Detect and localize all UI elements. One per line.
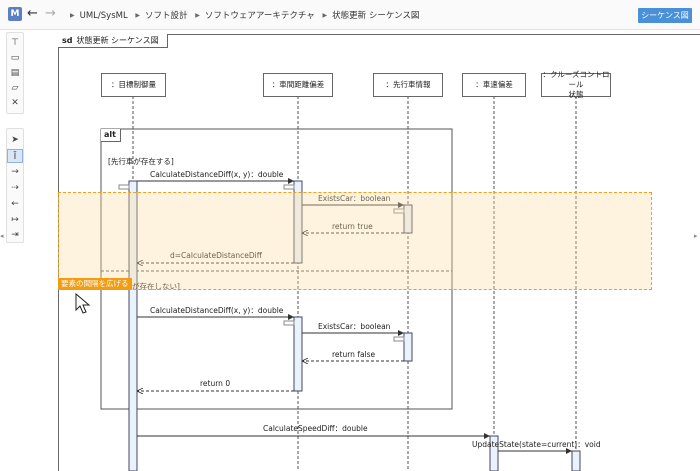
lifeline-label: ：目標制御量	[111, 80, 156, 89]
message-label[interactable]: ExistsCar：boolean	[318, 322, 391, 331]
element-palette: ⊤ ▭ ▤ ▱ ✕	[6, 32, 24, 114]
note-tool-icon[interactable]: ▱	[11, 83, 19, 93]
breadcrumb-separator-icon: ▶	[322, 12, 328, 19]
mouse-cursor-icon	[75, 292, 91, 314]
breadcrumb: ▶ UML/SysML ▶ ソフト設計 ▶ ソフトウェアアーキテクチャ ▶ 状態更新 シ…	[70, 9, 419, 21]
lifeline-speed-diff[interactable]: ：車速偏差	[462, 73, 526, 97]
activation-bar	[293, 180, 303, 264]
breadcrumb-separator-icon: ▶	[135, 12, 141, 19]
activation-bar	[489, 435, 499, 471]
message-label[interactable]: CalculateDistanceDiff(x, y)：double	[150, 170, 284, 179]
lifeline-leading-car-info[interactable]: ：先行車情報	[373, 73, 443, 97]
insert-space-tool-icon[interactable]: Ī	[7, 149, 23, 163]
async-message-tool-icon[interactable]: ⇢	[11, 183, 19, 193]
breadcrumb-separator-icon: ▶	[70, 12, 75, 19]
breadcrumb-separator-icon: ▶	[195, 12, 200, 19]
message-label[interactable]: CalculateDistanceDiff(x, y)：double	[150, 306, 284, 315]
activation-bar	[128, 180, 138, 471]
activation-bar	[403, 332, 413, 362]
message-label[interactable]: return 0	[200, 379, 231, 388]
lifeline-label: ：先行車情報	[385, 80, 431, 89]
lifeline-label: ：車速偏差	[475, 80, 513, 89]
pointer-tool-icon[interactable]: ➤	[11, 135, 19, 145]
breadcrumb-item-uml[interactable]: UML/SysML	[79, 11, 128, 21]
breadcrumb-item-software-design[interactable]: ソフト設計	[145, 11, 188, 21]
delete-tool-icon[interactable]: ✕	[11, 98, 19, 108]
activation-bar	[403, 204, 413, 234]
alt-guard-2[interactable]: が存在しない]	[132, 282, 180, 291]
message-label[interactable]: UpdateState(state=current)：void	[472, 440, 601, 449]
call-marker	[393, 208, 405, 214]
fragment-tool-icon[interactable]: ▭	[10, 53, 20, 63]
create-message-tool-icon[interactable]: ↦	[11, 215, 19, 225]
activation-bar	[293, 316, 303, 392]
app-logo-icon[interactable]: M	[8, 7, 22, 21]
insert-space-hint-badge: 要素の間隔を広げる	[58, 278, 132, 290]
call-marker	[283, 320, 295, 326]
collapse-left-icon[interactable]: ◂	[0, 232, 4, 240]
lifeline-target-control[interactable]: ：目標制御量	[101, 73, 166, 97]
diagram-type-button[interactable]: シーケンス図	[638, 8, 692, 23]
call-marker	[283, 184, 295, 190]
back-arrow-icon[interactable]: ←	[27, 6, 38, 21]
message-label[interactable]: d=CalculateDistanceDiff	[170, 251, 262, 260]
frame-tool-icon[interactable]: ▤	[10, 68, 20, 78]
lifeline-cruise-control-state[interactable]: ：クルーズコントロール 状態	[541, 70, 611, 99]
message-label[interactable]: CalculateSpeedDiff：double	[263, 424, 368, 433]
activation-bar	[571, 450, 581, 471]
forward-arrow-icon[interactable]: →	[45, 6, 56, 21]
collapse-right-icon[interactable]: ▸	[694, 232, 698, 240]
message-label[interactable]: return true	[332, 222, 373, 231]
alt-fragment	[100, 128, 453, 410]
reply-message-tool-icon[interactable]: ←	[11, 199, 19, 209]
top-bar: M ← → ▶ UML/SysML ▶ ソフト設計 ▶ ソフトウェアアーキテクチャ ▶…	[0, 0, 700, 30]
breadcrumb-item-architecture[interactable]: ソフトウェアアーキテクチャ	[204, 11, 315, 21]
breadcrumb-item-current[interactable]: 状態更新 シーケンス図	[332, 11, 420, 21]
lifeline-label: 状態	[568, 90, 584, 99]
call-marker	[393, 336, 405, 342]
connector-palette: ➤ Ī → ⇢ ← ↦ ⇥	[6, 128, 24, 243]
message-label[interactable]: return false	[332, 350, 376, 359]
sync-message-tool-icon[interactable]: →	[11, 167, 19, 177]
call-marker	[118, 184, 130, 190]
alt-guard-1[interactable]: [先行車が存在する]	[108, 157, 174, 166]
frame-kind: sd	[62, 36, 73, 45]
message-label[interactable]: ExistsCar：boolean	[318, 194, 391, 203]
lifeline-distance-diff[interactable]: ：車間距離偏差	[263, 73, 333, 97]
alt-label[interactable]: alt	[101, 129, 121, 142]
lifeline-tool-icon[interactable]: ⊤	[11, 38, 19, 48]
destroy-message-tool-icon[interactable]: ⇥	[11, 230, 19, 240]
lifeline-label: ：クルーズコントロール	[542, 70, 610, 89]
frame-name: 状態更新 シーケンス図	[76, 36, 159, 45]
lifeline-label: ：車間距離偏差	[271, 80, 325, 89]
